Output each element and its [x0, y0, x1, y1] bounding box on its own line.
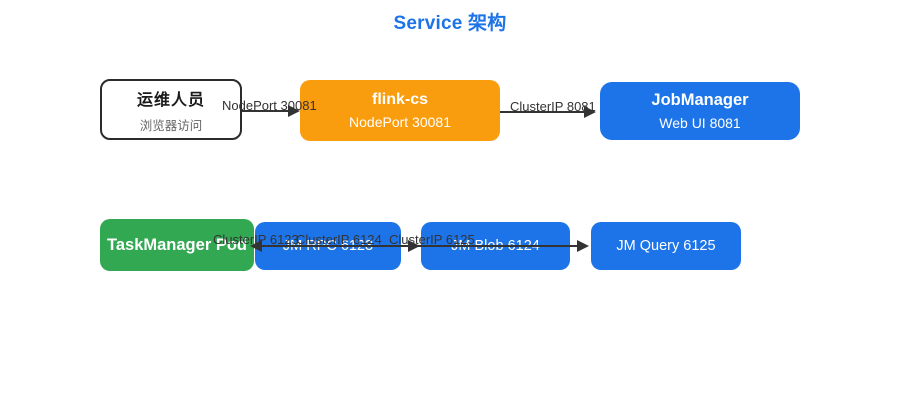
node-ops-user-title: 运维人员 [136, 91, 205, 109]
node-flink-cs-title: flink-cs [371, 91, 428, 108]
node-taskmanager-pod-title: TaskManager Pod [107, 235, 247, 254]
node-jobmanager: JobManager Web UI 8081 [600, 82, 800, 140]
node-ops-user: 运维人员 浏览器访问 [100, 79, 242, 140]
node-jobmanager-title: JobManager [651, 91, 749, 109]
node-jobmanager-subtitle: Web UI 8081 [659, 115, 741, 131]
node-ops-user-subtitle: 浏览器访问 [139, 118, 203, 133]
node-taskmanager-pod: TaskManager Pod [100, 219, 254, 271]
edge-label-clusterip-8081: ClusterIP 8081 [510, 99, 596, 114]
edge-label-clusterip-6125: ClusterIP 6125 [389, 232, 475, 247]
node-jm-query-title: JM Query 6125 [616, 238, 716, 254]
node-jm-query: JM Query 6125 [591, 222, 741, 270]
edge-label-nodeport-30081: NodePort 30081 [222, 98, 317, 113]
edge-label-clusterip-6124: ClusterIP 6124 [296, 232, 382, 247]
node-flink-cs-subtitle: NodePort 30081 [349, 114, 451, 130]
node-flink-cs: flink-cs NodePort 30081 [300, 80, 500, 141]
edge-label-clusterip-6123: ClusterIP 6123 [213, 232, 299, 247]
diagram-title: Service 架构 [393, 13, 507, 34]
